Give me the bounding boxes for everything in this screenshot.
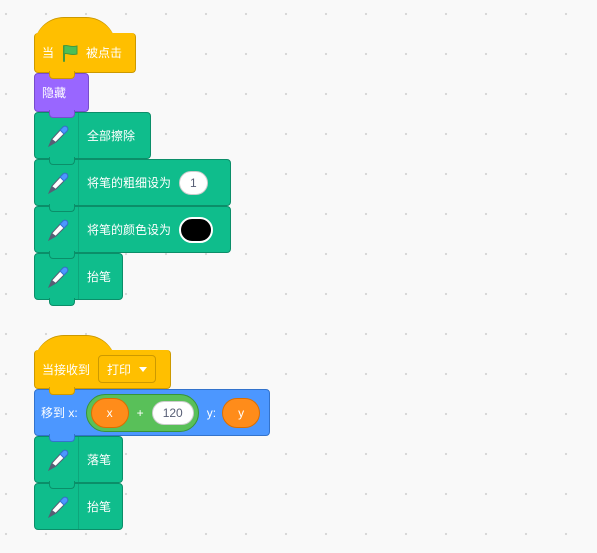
block-notch: [49, 298, 75, 306]
block-notch: [49, 110, 75, 118]
block-notch: [49, 157, 75, 165]
block-notch: [49, 204, 75, 212]
set-pen-size-label: 将笔的粗细设为: [87, 176, 172, 190]
pen-down-label: 落笔: [87, 453, 112, 467]
pen-extension-icon: [35, 437, 79, 482]
go-to-x-label: 移到 x:: [41, 406, 78, 420]
block-notch: [49, 387, 75, 395]
message-value: 打印: [107, 362, 132, 377]
pen-extension-icon: [35, 484, 79, 529]
clear-all-label: 全部擦除: [87, 129, 136, 143]
clear-all-block[interactable]: 全部擦除: [34, 112, 151, 165]
plus-sign: +: [136, 405, 144, 420]
when-flag-clicked-block[interactable]: 当 被点击: [34, 33, 136, 79]
y-variable-reporter[interactable]: y: [222, 397, 261, 428]
clicked-label: 被点击: [86, 46, 123, 60]
green-flag-icon: [61, 44, 79, 62]
when-receive-label: 当接收到: [42, 362, 91, 377]
pen-up-label: 抬笔: [87, 500, 112, 514]
hide-label: 隐藏: [42, 86, 67, 100]
dropdown-arrow-icon: [139, 366, 148, 372]
block-notch: [49, 481, 75, 489]
pen-down-block[interactable]: 落笔: [34, 436, 123, 489]
block-notch: [49, 251, 75, 259]
pen-up-block[interactable]: 抬笔: [34, 253, 123, 306]
set-pen-size-block[interactable]: 将笔的粗细设为 1: [34, 159, 231, 212]
pen-up-label: 抬笔: [87, 270, 112, 284]
pen-extension-icon: [35, 207, 79, 252]
pen-color-swatch[interactable]: [179, 216, 214, 243]
set-pen-color-label: 将笔的颜色设为: [87, 223, 172, 237]
add-operator-block[interactable]: x + 120: [85, 393, 199, 432]
x-variable-reporter[interactable]: x: [90, 397, 129, 428]
hide-block[interactable]: 隐藏: [34, 73, 89, 118]
pen-extension-icon: [35, 254, 79, 299]
block-notch: [49, 71, 75, 79]
pen-extension-icon: [35, 113, 79, 158]
pen-size-input[interactable]: 1: [179, 170, 208, 195]
pen-extension-icon: [35, 160, 79, 205]
block-notch: [49, 434, 75, 442]
when-i-receive-block[interactable]: 当接收到 打印: [34, 350, 171, 395]
message-dropdown[interactable]: 打印: [98, 355, 157, 383]
when-label: 当: [42, 46, 55, 60]
add-value-input[interactable]: 120: [151, 400, 194, 425]
set-pen-color-block[interactable]: 将笔的颜色设为: [34, 206, 231, 259]
y-label: y:: [206, 405, 217, 420]
pen-up-block[interactable]: 抬笔: [34, 483, 123, 530]
go-to-xy-block[interactable]: 移到 x: x + 120 y: y: [34, 389, 270, 442]
